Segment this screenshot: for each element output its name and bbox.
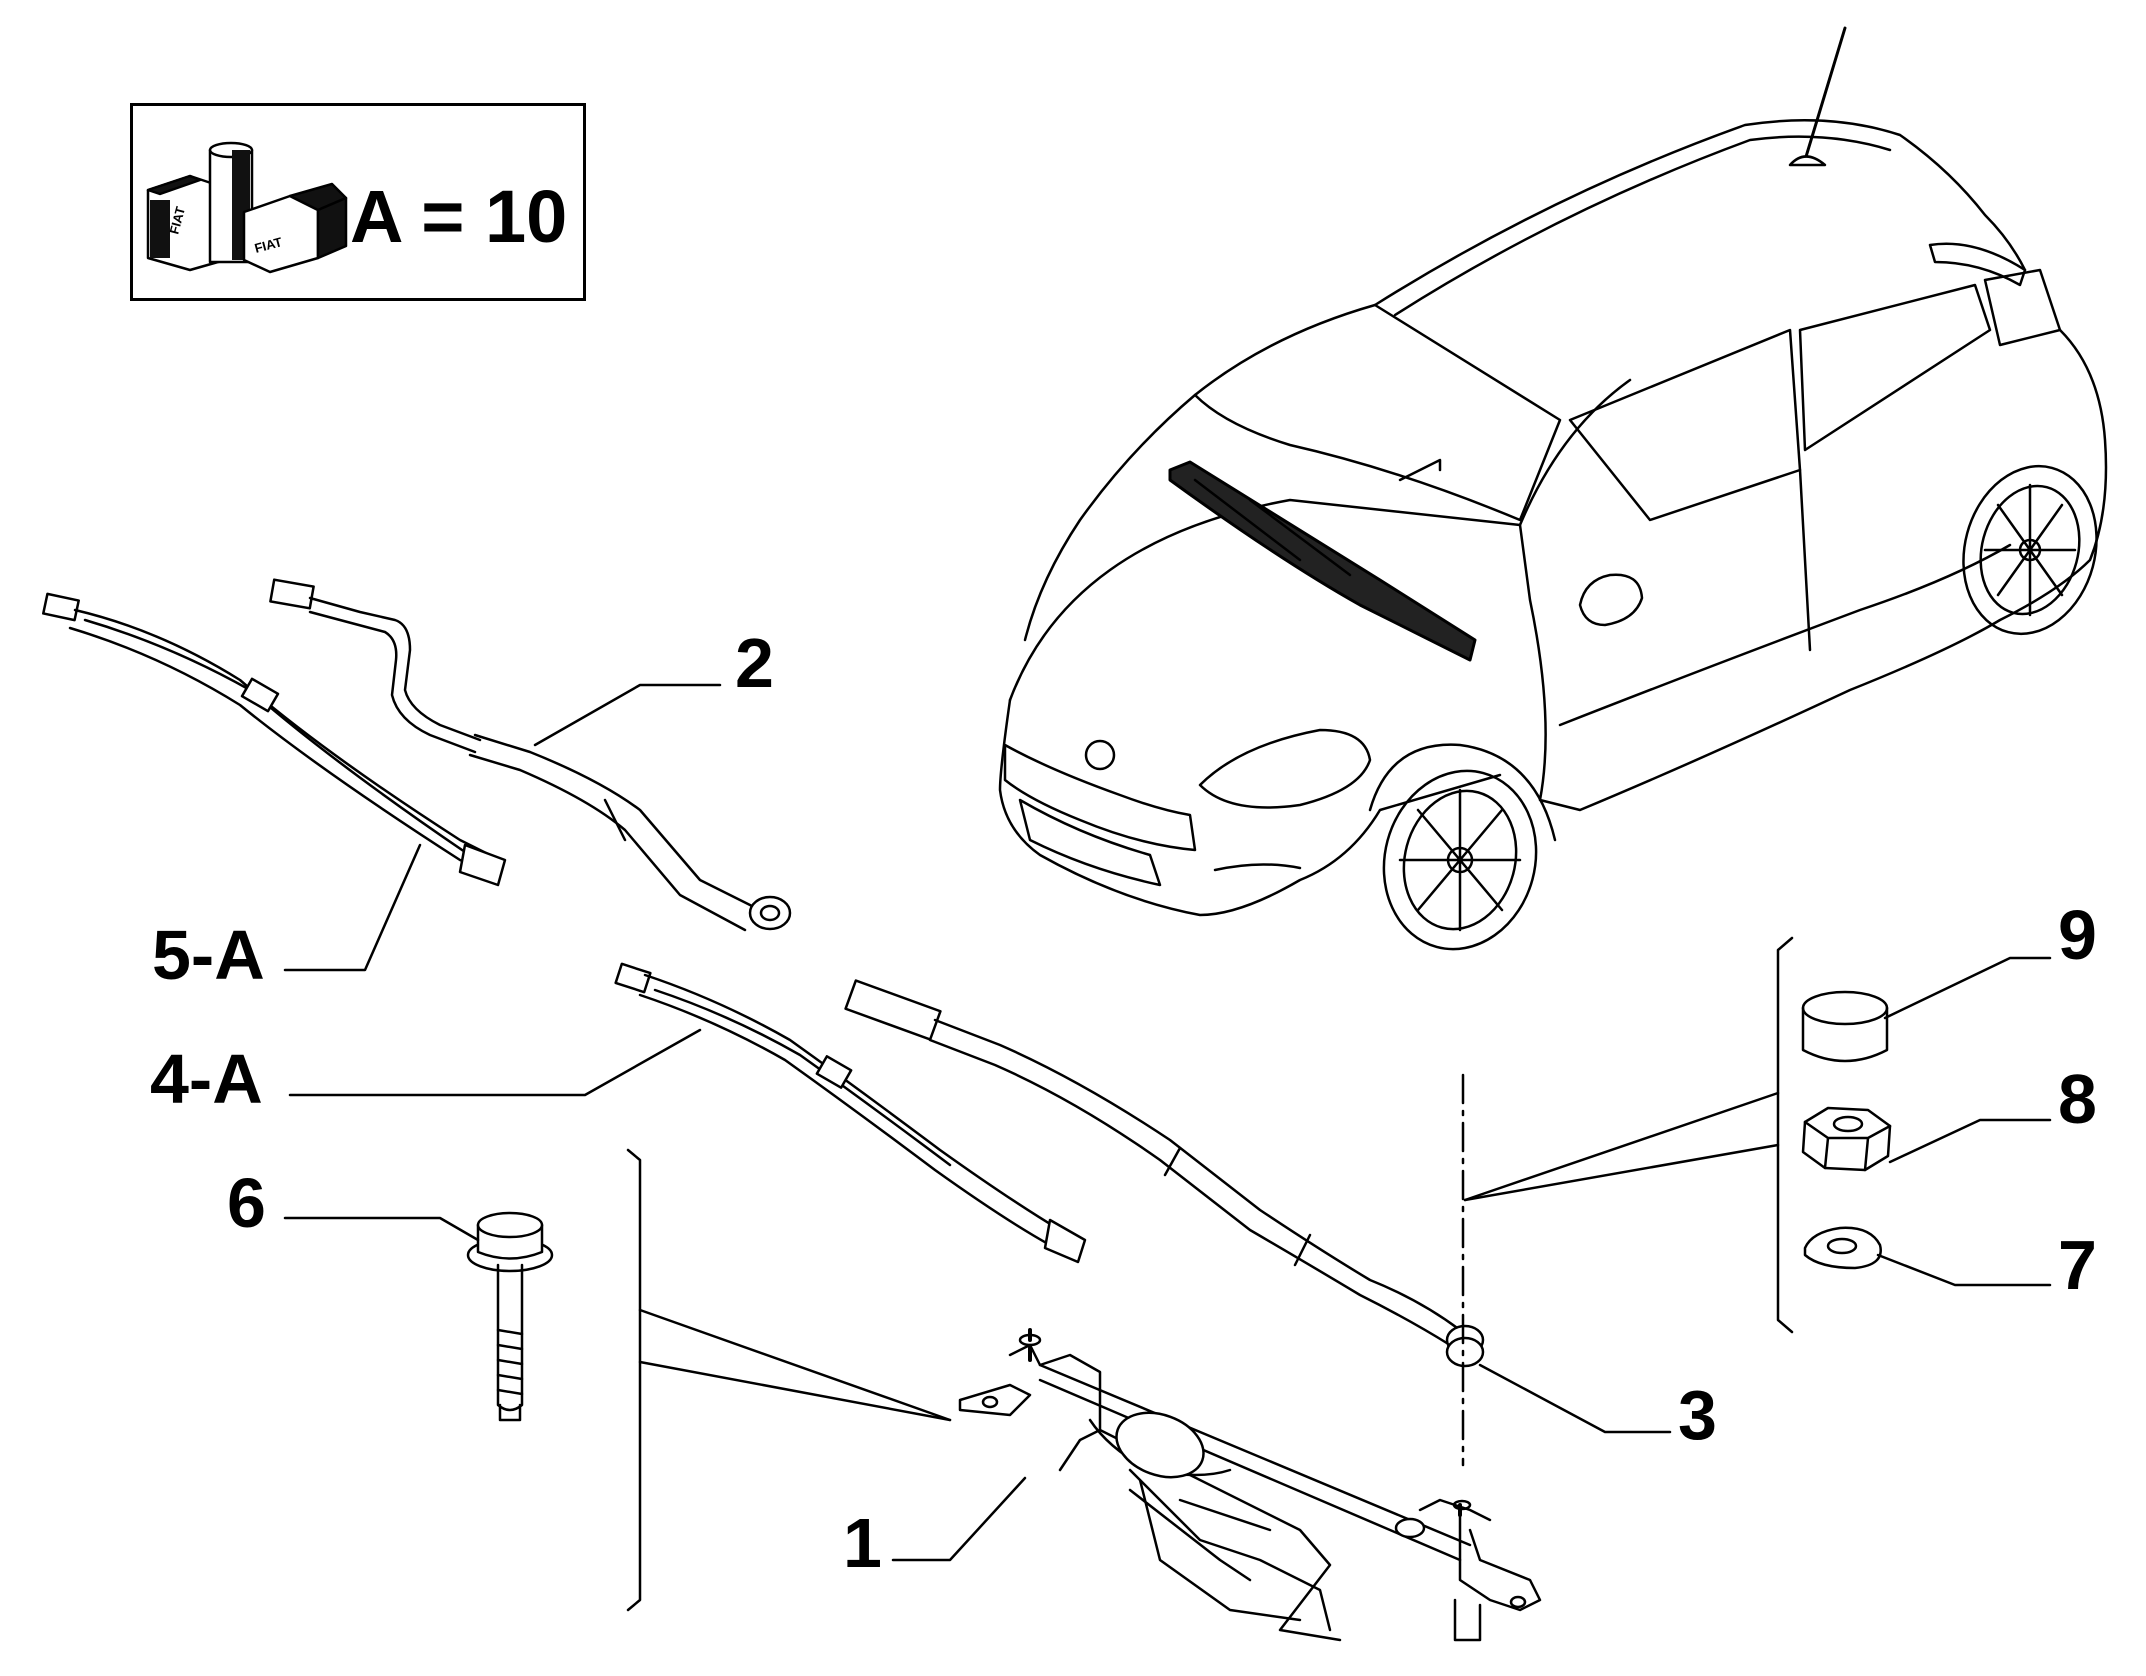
- part-wiper-arm-center: [844, 979, 1485, 1368]
- callout-2: 2: [735, 624, 774, 702]
- part-1-wiper-linkage-motor: [958, 1328, 1542, 1642]
- callout-9: 9: [2058, 896, 2097, 974]
- part-6-flange-bolt: [466, 1211, 554, 1422]
- callout-6: 6: [227, 1164, 266, 1242]
- part-9-cap: [1801, 990, 1889, 1063]
- callout-3: 3: [1678, 1376, 1717, 1454]
- bracket-left: [626, 1148, 642, 1612]
- part-2-wiper-arm-left: [269, 578, 792, 932]
- part-4a-wiper-blade-center: [614, 962, 1087, 1264]
- grease-legend-box: [130, 103, 586, 301]
- callout-8: 8: [2058, 1060, 2097, 1138]
- fiat-lettering-left: FIAT: [166, 205, 188, 236]
- leader-lines: [283, 683, 2052, 1562]
- callout-4a: 4-A: [150, 1040, 263, 1118]
- part-7-washer: [1803, 1226, 1882, 1270]
- fiat-lettering-right: FIAT: [253, 234, 284, 256]
- callout-1: 1: [843, 1504, 882, 1582]
- car-illustration: [998, 26, 2108, 951]
- bracket-right: [1776, 936, 1794, 1334]
- part-5a-wiper-blade-left: [42, 592, 507, 887]
- fiat-grease-package-icon: FIAT FIAT: [146, 141, 348, 274]
- callout-5a: 5-A: [152, 916, 265, 994]
- part-8-hex-nut: [1801, 1106, 1892, 1172]
- callout-7: 7: [2058, 1226, 2097, 1304]
- grease-quantity-label: A = 10: [350, 175, 568, 258]
